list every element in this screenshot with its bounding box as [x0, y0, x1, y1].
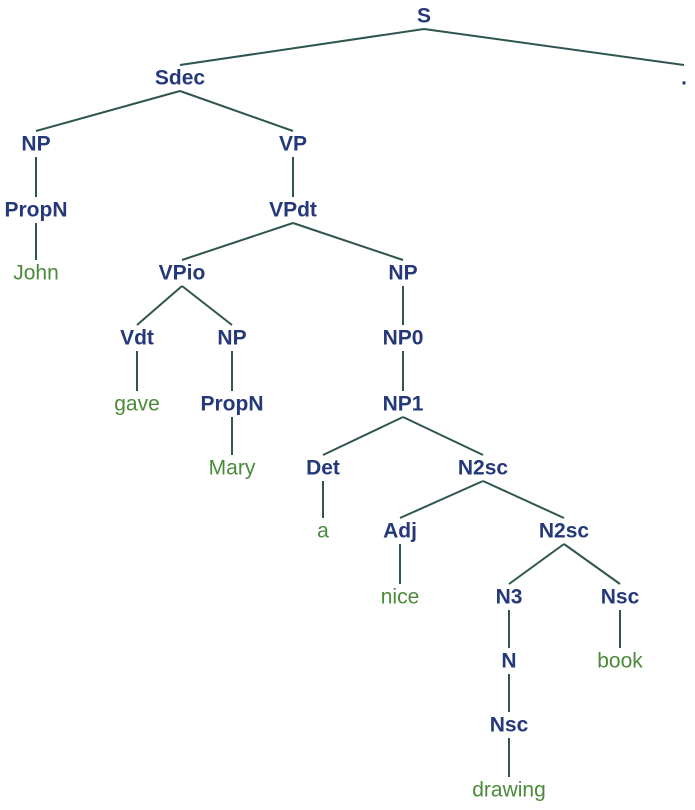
category-node: N: [501, 650, 516, 673]
word-node: gave: [114, 393, 160, 416]
tree-edge: [563, 543, 621, 585]
category-node: NP0: [383, 327, 424, 350]
tree-edge: [179, 90, 294, 132]
category-node: PropN: [5, 199, 68, 222]
category-node: N2sc: [458, 457, 509, 480]
category-node: NP: [217, 327, 246, 350]
tree-edge: [482, 480, 565, 519]
category-node: VP: [279, 133, 307, 156]
tree-edge: [322, 416, 404, 456]
category-node: Nsc: [490, 714, 529, 737]
category-node: VPdt: [269, 199, 317, 222]
tree-edges: [35, 28, 685, 777]
tree-edge: [508, 543, 565, 585]
tree-edge: [402, 416, 484, 456]
category-node: .: [681, 67, 687, 90]
category-node: NP: [388, 262, 417, 285]
category-node: NP1: [383, 393, 424, 416]
category-node: N2sc: [539, 520, 590, 543]
tree-edge: [399, 480, 484, 519]
category-node: PropN: [201, 393, 264, 416]
category-node: Adj: [383, 520, 417, 543]
category-node: Vdt: [120, 327, 154, 350]
tree-edge: [35, 90, 181, 132]
category-node: Det: [306, 457, 340, 480]
word-node: nice: [381, 586, 420, 609]
word-node: drawing: [472, 779, 546, 802]
category-node: NP: [21, 133, 50, 156]
word-node: Mary: [209, 457, 256, 480]
category-node: N3: [496, 586, 523, 609]
tree-edge: [181, 222, 294, 261]
category-node: S: [417, 5, 431, 28]
tree-edge: [136, 285, 183, 326]
tree-edge: [292, 222, 404, 261]
word-node: a: [317, 520, 329, 543]
category-node: Sdec: [155, 67, 206, 90]
tree-edge: [181, 285, 233, 326]
category-node: VPio: [159, 262, 206, 285]
category-node: Nsc: [601, 586, 640, 609]
word-node: John: [13, 262, 59, 285]
tree-edge: [423, 28, 685, 66]
word-node: book: [597, 650, 643, 673]
tree-edge: [179, 28, 425, 66]
